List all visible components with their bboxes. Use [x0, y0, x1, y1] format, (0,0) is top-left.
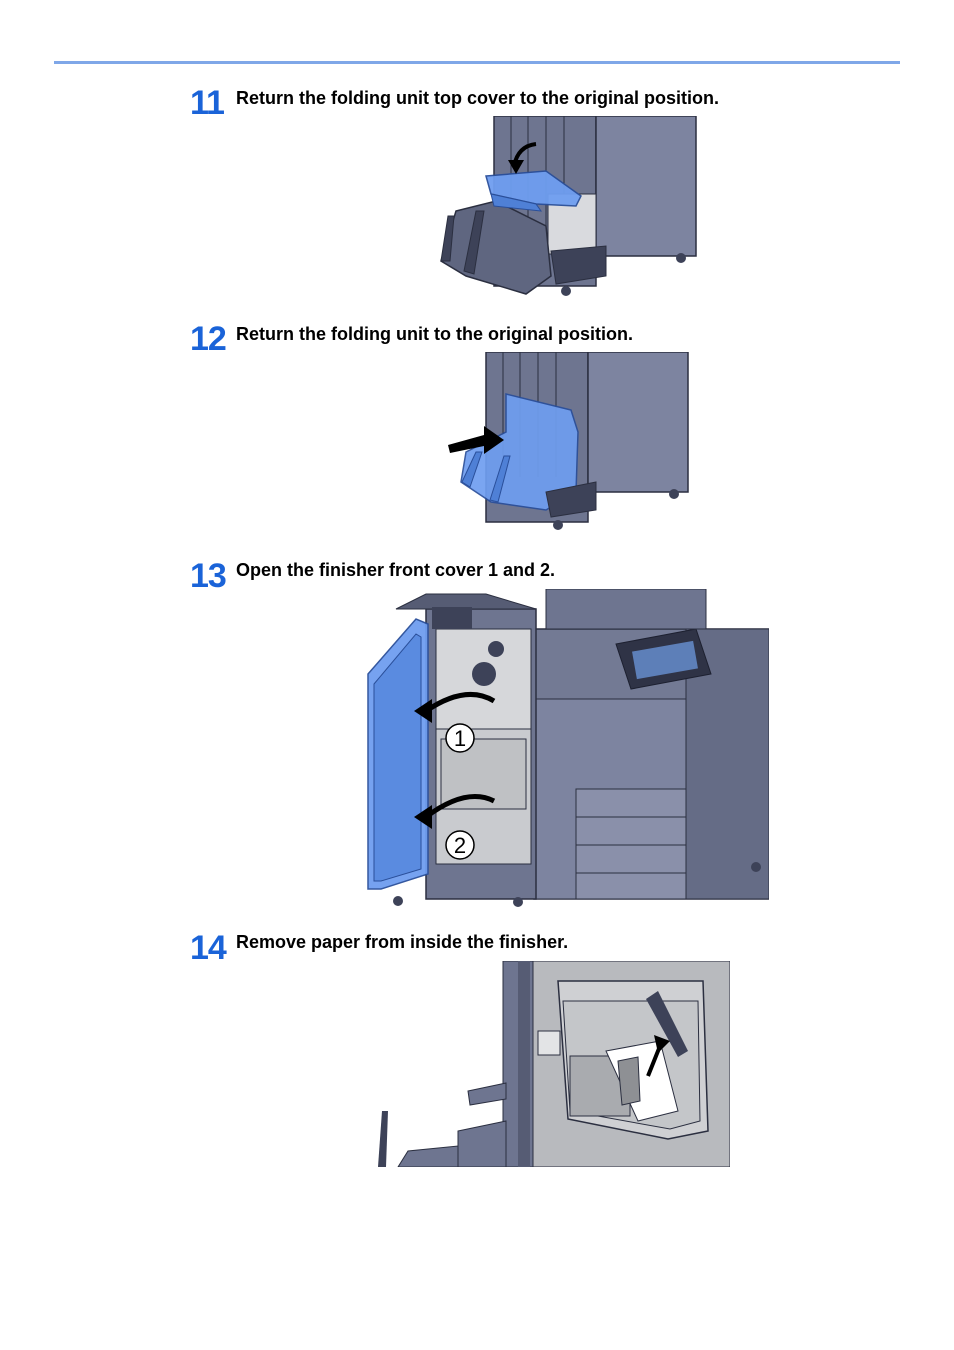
- step-instruction: Return the folding unit top cover to the…: [236, 88, 719, 108]
- step-number: 14: [190, 929, 227, 967]
- step-number: 11: [190, 84, 225, 122]
- cover-2-callout: 2: [445, 830, 475, 860]
- header-rule: [54, 61, 900, 64]
- cover-1-callout: 1: [445, 723, 475, 753]
- folding-unit-top-cover-illustration: [440, 116, 697, 296]
- finisher-interior-illustration: [378, 961, 730, 1167]
- step-instruction: Open the finisher front cover 1 and 2.: [236, 560, 556, 580]
- step-number: 12: [190, 320, 227, 358]
- folding-unit-illustration: [448, 352, 689, 530]
- cover-1-label: 1: [454, 726, 466, 751]
- step-instruction: Remove paper from inside the finisher.: [236, 932, 569, 952]
- step-number: 13: [190, 557, 227, 595]
- step-instruction: Return the folding unit to the original …: [236, 324, 633, 344]
- cover-2-label: 2: [454, 833, 466, 858]
- finisher-front-cover-illustration: 1 2: [367, 589, 769, 907]
